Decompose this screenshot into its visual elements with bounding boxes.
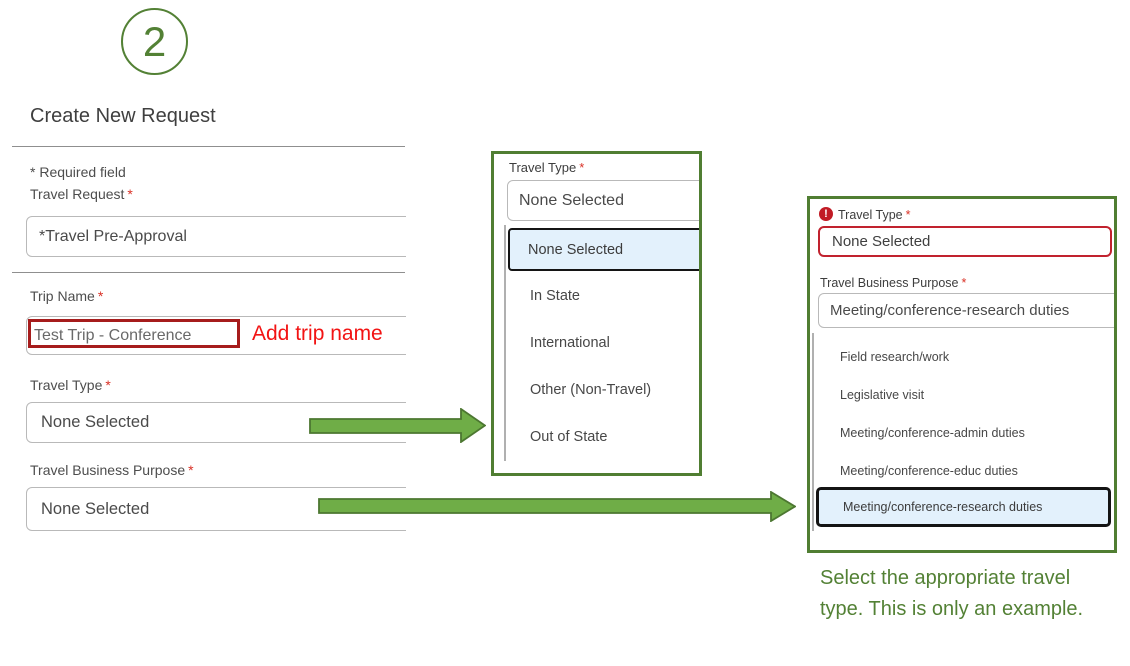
popup-travel-type-label: Travel Type* bbox=[509, 160, 585, 175]
required-asterisk: * bbox=[961, 276, 967, 290]
travel-request-input[interactable]: *Travel Pre-Approval bbox=[26, 216, 406, 257]
required-asterisk: * bbox=[905, 208, 911, 222]
required-asterisk: * bbox=[579, 160, 585, 175]
trip-name-label: Trip Name* bbox=[30, 288, 104, 304]
dropdown-edge bbox=[812, 333, 814, 531]
divider bbox=[12, 146, 405, 147]
travel-type-option[interactable]: International bbox=[530, 335, 610, 351]
required-asterisk: * bbox=[97, 288, 104, 304]
popup-business-purpose-input[interactable]: Meeting/conference-research duties bbox=[818, 293, 1114, 328]
business-purpose-option[interactable]: Meeting/conference-educ duties bbox=[840, 464, 1018, 478]
travel-type-option-selected[interactable]: None Selected bbox=[508, 228, 699, 271]
popup-travel-type-input-clip: None Selected bbox=[507, 180, 699, 223]
business-purpose-option[interactable]: Legislative visit bbox=[840, 388, 925, 402]
travel-request-input-clip: *Travel Pre-Approval bbox=[26, 216, 406, 259]
popup-error-travel-type-input[interactable]: None Selected bbox=[818, 226, 1112, 257]
travel-type-label: Travel Type* bbox=[30, 377, 111, 393]
business-purpose-option[interactable]: Meeting/conference-admin duties bbox=[840, 426, 1025, 440]
required-asterisk: * bbox=[105, 377, 111, 393]
add-trip-name-annotation: Add trip name bbox=[252, 322, 383, 345]
travel-type-option[interactable]: In State bbox=[530, 288, 580, 304]
travel-type-input-clip: None Selected bbox=[26, 402, 406, 445]
travel-type-dropdown-panel: Travel Type* None Selected None Selected… bbox=[491, 151, 702, 476]
caption-note: Select the appropriate travel type. This… bbox=[820, 567, 1084, 620]
popup-business-purpose-label: Travel Business Purpose* bbox=[820, 276, 967, 290]
popup-business-purpose-input-clip: Meeting/conference-research duties bbox=[818, 293, 1114, 330]
step-2-badge: 2 bbox=[121, 8, 188, 75]
dropdown-edge bbox=[504, 225, 506, 461]
business-purpose-dropdown-panel: ! Travel Type* None Selected Travel Busi… bbox=[807, 196, 1117, 553]
required-field-note: * Required field bbox=[30, 164, 126, 180]
popup-error-travel-type-label: Travel Type* bbox=[838, 208, 911, 222]
trip-name-highlight-box bbox=[28, 319, 240, 348]
travel-request-label: Travel Request* bbox=[30, 186, 133, 202]
travel-type-input[interactable]: None Selected bbox=[26, 402, 406, 443]
business-purpose-option[interactable]: Field research/work bbox=[840, 350, 950, 364]
required-asterisk: * bbox=[188, 462, 194, 478]
arrow-to-business-purpose-dropdown-icon bbox=[318, 491, 796, 522]
page-title: Create New Request bbox=[30, 105, 216, 127]
divider bbox=[12, 272, 405, 273]
arrow-to-travel-type-dropdown-icon bbox=[309, 408, 486, 443]
required-asterisk: * bbox=[127, 186, 133, 202]
popup-travel-type-input[interactable]: None Selected bbox=[507, 180, 699, 221]
trip-name-input-clip: Test Trip - Conference bbox=[26, 316, 406, 357]
travel-type-option[interactable]: Out of State bbox=[530, 429, 608, 445]
travel-business-purpose-label: Travel Business Purpose* bbox=[30, 462, 194, 478]
error-icon: ! bbox=[819, 207, 833, 221]
trip-name-input[interactable]: Test Trip - Conference bbox=[26, 316, 406, 355]
step-number: 2 bbox=[142, 17, 167, 65]
travel-type-option[interactable]: Other (Non-Travel) bbox=[530, 382, 652, 398]
business-purpose-option-selected[interactable]: Meeting/conference-research duties bbox=[816, 487, 1111, 527]
